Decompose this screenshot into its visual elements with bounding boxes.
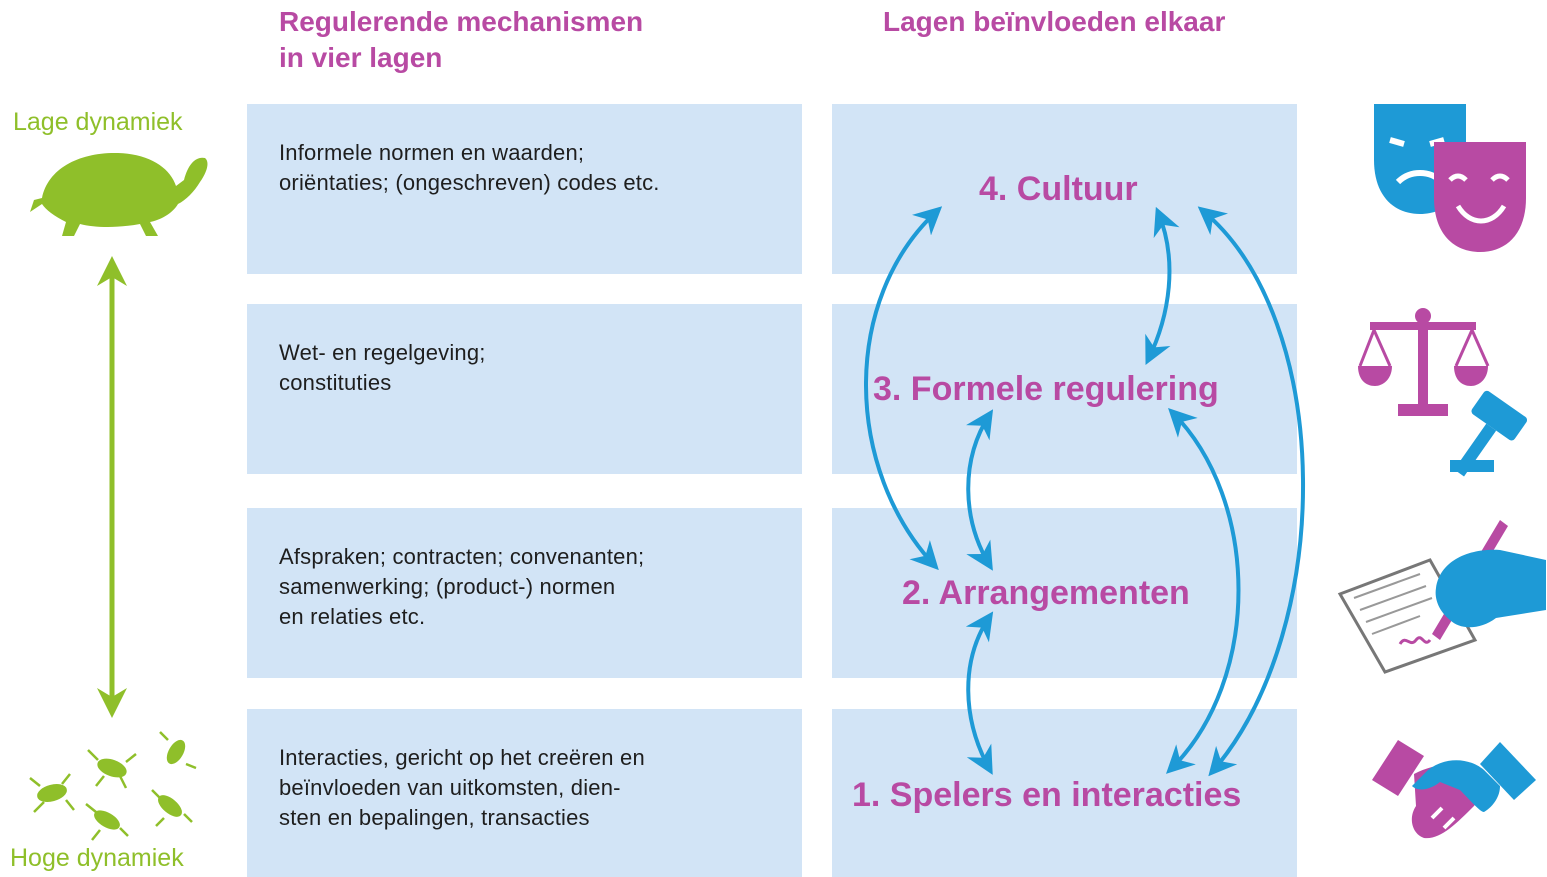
layer-3-description: Wet- en regelgeving; constituties xyxy=(279,340,486,395)
theater-masks-icon xyxy=(1374,104,1526,252)
layer-3-description-box: Wet- en regelgeving; constituties xyxy=(247,304,802,474)
layer-1-label: 1. Spelers en interacties xyxy=(852,776,1242,814)
arrow-4-1 xyxy=(1197,206,1305,777)
layer-4-description: Informele normen en waarden; oriëntaties… xyxy=(279,140,660,195)
scales-gavel-icon xyxy=(1358,308,1528,477)
turtle-icon xyxy=(30,152,208,236)
layer-2-description-box: Afspraken; contracten; convenanten; same… xyxy=(247,508,802,678)
low-dynamics-label: Lage dynamiek xyxy=(13,108,183,136)
influence-arrows xyxy=(864,206,1305,777)
layer-2-description: Afspraken; contracten; convenanten; same… xyxy=(279,544,645,629)
layer-4-label: 4. Cultuur xyxy=(979,170,1138,208)
influence-header: Lagen beïnvloeden elkaar xyxy=(883,6,1226,37)
layer-1-description: Interacties, gericht op het creëren en b… xyxy=(279,745,645,830)
layer-2-label: 2. Arrangementen xyxy=(902,574,1190,612)
high-dynamics-label: Hoge dynamiek xyxy=(10,844,184,872)
layer-3-label: 3. Formele regulering xyxy=(873,370,1219,408)
handshake-icon xyxy=(1372,740,1536,839)
layer-1-description-box: Interacties, gericht op het creëren en b… xyxy=(247,709,802,877)
layer-4-description-box: Informele normen en waarden; oriëntaties… xyxy=(247,104,802,274)
mechanisms-header: Regulerende mechanismen in vier lagen xyxy=(279,6,644,73)
signing-contract-icon xyxy=(1337,520,1546,674)
ants-icon xyxy=(29,731,197,841)
